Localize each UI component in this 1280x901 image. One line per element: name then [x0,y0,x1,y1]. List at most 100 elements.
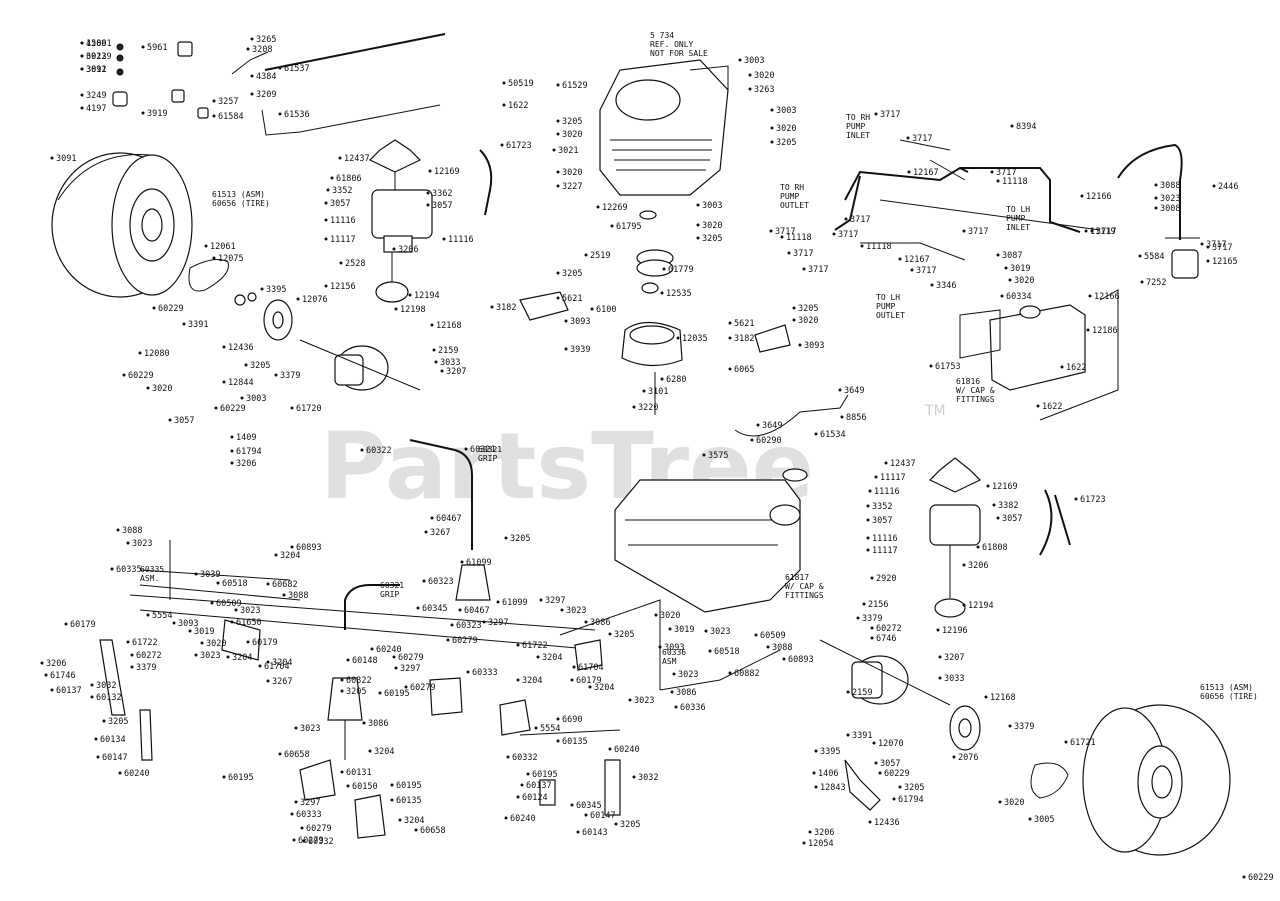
leader-dot [300,826,304,830]
leader-dot [182,322,186,326]
leader-dot [216,581,220,585]
leader-dot [1088,294,1092,298]
leader-dot [892,797,896,801]
part-label: 12070 [878,739,904,749]
leader-dot [769,229,773,233]
leader-dot [868,820,872,824]
part-label: 3913 [86,52,106,62]
part-label: 3297 [300,798,320,808]
part-label: 3005 [1034,815,1054,825]
part-label: 3204 [232,653,252,663]
leader-dot [1036,404,1040,408]
leader-dot [868,489,872,493]
leader-dot [1004,266,1008,270]
leader-dot [416,606,420,610]
leader-dot [938,676,942,680]
part-label: 60179 [252,638,278,648]
part-label: 3101 [648,387,668,397]
leader-dot [770,140,774,144]
leader-dot [870,626,874,630]
part-label: 12076 [302,295,328,305]
grip-left-1: 60321 [380,581,404,590]
leader-dot [110,567,114,571]
part-label: 3717 [968,227,988,237]
part-label: 60131 [346,768,372,778]
part-label: 3205 [776,138,796,148]
to-rh-pump-inlet-3: INLET [846,131,870,140]
leader-dot [1140,280,1144,284]
leader-dot [704,629,708,633]
part-label: 3023 [132,539,152,549]
leader-dot [390,798,394,802]
leader-dot [870,576,874,580]
leader-dot [556,717,560,721]
leader-dot [414,828,418,832]
part-label: 60336 [680,703,706,713]
leader-dot [1212,184,1216,188]
leader-dot [324,218,328,222]
part-label: 3039 [200,570,220,580]
leader-dot [556,170,560,174]
part-label: 3020 [152,384,172,394]
part-label: 60658 [420,826,446,836]
part-label: 60323 [428,577,454,587]
leader-dot [1064,740,1068,744]
part-label: 5584 [1144,252,1164,262]
leader-dot [590,307,594,311]
part-label: 2446 [1218,182,1238,192]
leader-dot [222,775,226,779]
part-label: 60335 [116,565,142,575]
part-label: 3379 [280,371,300,381]
leader-dot [572,665,576,669]
leader-dot [204,244,208,248]
part-label: 61794 [236,447,262,457]
asm-right-1: 60336 [662,648,686,657]
leader-dot [670,690,674,694]
leader-dot [696,203,700,207]
leader-dot [596,205,600,209]
leader-dot [576,830,580,834]
to-rh-pump-outlet-2: PUMP [780,192,799,201]
to-rh-pump-inlet-1: TO RH [846,113,870,122]
part-label: 3205 [798,304,818,314]
part-label: 3057 [432,201,452,211]
part-label: 2519 [590,251,610,261]
part-label: 6690 [562,715,582,725]
part-label: 2156 [868,600,888,610]
leader-dot [898,257,902,261]
part-label: 3391 [188,320,208,330]
leader-dot [660,291,664,295]
leader-dot [504,816,508,820]
part-label: 3717 [850,215,870,225]
leader-dot [130,653,134,657]
part-label: 1409 [236,433,256,443]
leader-dot [506,755,510,759]
leader-dot [212,99,216,103]
part-label: 3091 [86,65,106,75]
leader-dot [614,822,618,826]
tank-fittings-2: W/ CAP & [956,386,995,395]
tank-fittings-3: FITTINGS [956,395,995,404]
part-label: 61537 [284,64,310,74]
part-label: 60195 [228,773,254,783]
part-label: 3003 [776,106,796,116]
leader-dot [536,655,540,659]
leader-dot [394,666,398,670]
part-label: 3086 [368,719,388,729]
part-label: 3204 [272,658,292,668]
leader-dot [250,37,254,41]
part-label: 61650 [236,618,262,628]
part-label: 3649 [844,386,864,396]
part-label: 3717 [880,110,900,120]
leader-dot [708,649,712,653]
part-label: 11116 [872,534,898,544]
leader-dot [80,54,84,58]
part-label: 61721 [1070,738,1096,748]
leader-dot [1028,817,1032,821]
leader-dot [1084,229,1088,233]
leader-dot [860,244,864,248]
leader-dot [96,755,100,759]
leader-dot [632,775,636,779]
part-label: 12844 [228,378,254,388]
bracket-left [519,291,569,321]
